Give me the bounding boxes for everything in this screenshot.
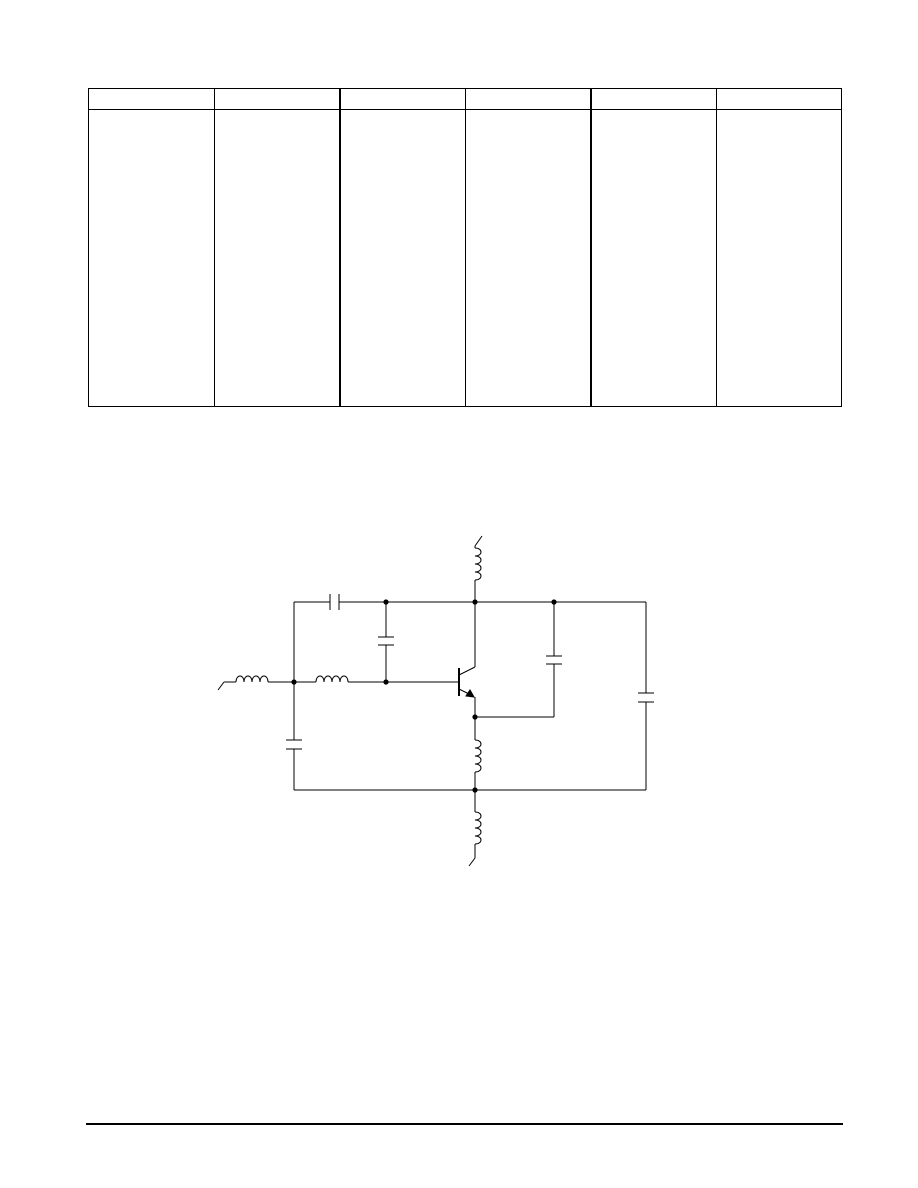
table-cell	[715, 109, 842, 407]
table-cell	[464, 109, 591, 407]
capacitor-coupling	[329, 594, 340, 610]
junction-dot	[383, 599, 389, 605]
junction-dot	[291, 679, 297, 685]
footer-rule	[86, 1123, 843, 1125]
inductor-series	[315, 675, 350, 683]
table-cell	[338, 109, 466, 407]
ground-terminal	[468, 857, 476, 867]
parameter-table	[88, 88, 842, 407]
inductor-ground-return	[474, 811, 482, 845]
inductor-input	[235, 675, 270, 683]
junction-dot	[472, 599, 478, 605]
inductor-collector	[474, 547, 482, 581]
table-cell	[589, 109, 717, 407]
table-row	[88, 109, 842, 407]
input-terminal	[217, 681, 225, 691]
supply-terminal	[474, 535, 483, 547]
capacitor-shunt-left	[286, 739, 302, 750]
terminal-markers	[217, 535, 483, 867]
capacitor-output	[638, 692, 654, 703]
capacitor-collector-emitter	[546, 655, 562, 665]
junction-dot	[383, 679, 389, 685]
capacitor-base	[378, 636, 394, 646]
inductor-emitter	[474, 739, 482, 773]
circuit-wires	[224, 546, 647, 858]
npn-transistor-symbol	[458, 666, 476, 698]
table-cell	[88, 109, 215, 407]
junction-dot	[472, 787, 478, 793]
junction-dot	[472, 714, 478, 720]
junction-dots	[291, 599, 557, 793]
table-header-row	[88, 88, 842, 110]
junction-dot	[551, 599, 557, 605]
